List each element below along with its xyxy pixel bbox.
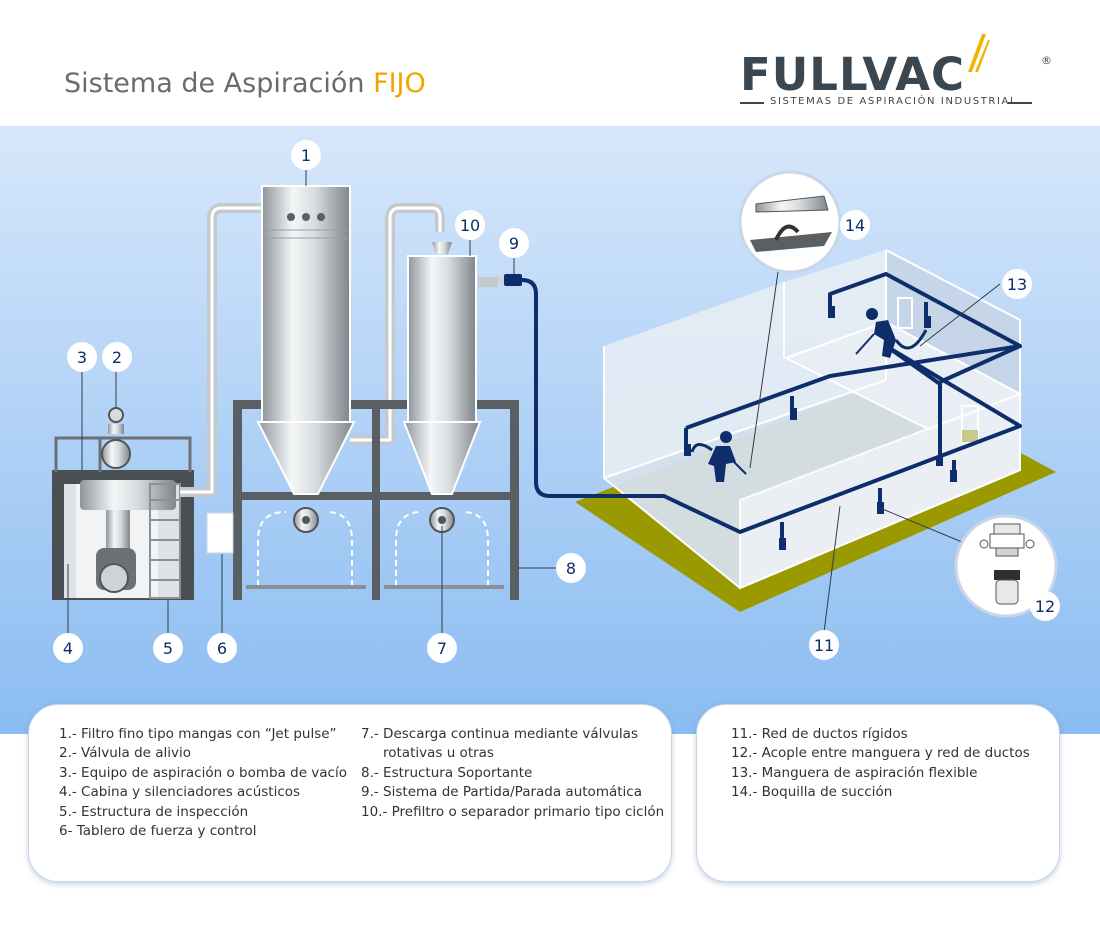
svg-text:10: 10: [460, 216, 480, 235]
logo-wordmark: FULLVAC: [740, 48, 966, 101]
operator-figures: [690, 308, 928, 482]
legend-column-c: 11.- Red de ductos rígidos 12.- Acople e…: [731, 725, 1030, 803]
legend-item-9: 9.- Sistema de Partida/Parada automática: [361, 784, 642, 801]
rigid-duct-network: [521, 272, 1022, 540]
logo-tagline: SISTEMAS DE ASPIRACIÓN INDUSTRIAL: [770, 96, 1018, 107]
legend-item-4: 4.- Cabina y silenciadores acústicos: [59, 784, 301, 801]
page-title: Sistema de Aspiración FIJO: [64, 68, 426, 99]
legend-item-11: 11.- Red de ductos rígidos: [731, 726, 908, 742]
callout-10: 10: [455, 210, 485, 240]
svg-text:12: 12: [1035, 597, 1055, 616]
callout-1: 1: [291, 140, 321, 170]
legend-panel-right: 11.- Red de ductos rígidos 12.- Acople e…: [696, 704, 1060, 882]
svg-text:1: 1: [301, 146, 311, 165]
legend-column-b: 7.- Descarga continua mediante válvulas r…: [361, 725, 664, 822]
svg-text:3: 3: [77, 348, 87, 367]
cyclone-separator: [402, 242, 482, 495]
svg-text:4: 4: [63, 639, 73, 658]
callout-5: 5: [153, 633, 183, 663]
legend-item-10: 10.- Prefiltro o separador primario tipo…: [361, 803, 665, 820]
legend-item-6: 6- Tablero de fuerza y control: [59, 823, 257, 840]
logo-rule-left: [740, 102, 764, 104]
callout-3: 3: [67, 342, 97, 372]
legend-item-7-line-1: 7.- Descarga continua mediante válvulas: [361, 726, 638, 742]
legend-item-3: 3.- Equipo de aspiración o bomba de vací…: [59, 764, 347, 781]
callout-13: 13: [1002, 269, 1032, 299]
legend-item-7: 7.- Descarga continua mediante válvulas r…: [361, 725, 664, 764]
svg-text:8: 8: [566, 559, 576, 578]
legend-item-8: 8.- Estructura Soportante: [361, 764, 533, 781]
svg-text:6: 6: [217, 639, 227, 658]
pump-cabin: [52, 407, 194, 600]
nozzle-detail-inset: [738, 170, 842, 274]
legend-column-a: 1.- Filtro fino tipo mangas con “Jet pul…: [59, 725, 347, 841]
rotary-discharge-valves: [246, 507, 504, 589]
svg-text:11: 11: [814, 636, 834, 655]
start-stop-sensor: [498, 274, 522, 286]
title-accent: FIJO: [373, 68, 426, 99]
callout-8: 8: [556, 553, 586, 583]
relief-valve-icon: [108, 407, 124, 423]
logo-registered-mark: ®: [1041, 54, 1052, 67]
logo-bolt-icon: [968, 34, 990, 72]
svg-text:14: 14: [845, 216, 865, 235]
callout-12: 12: [1030, 591, 1060, 621]
svg-text:2: 2: [112, 348, 122, 367]
title-main: Sistema de Aspiración: [64, 68, 365, 99]
callout-4: 4: [53, 633, 83, 663]
fullvac-logo: FULLVAC ® SISTEMAS DE ASPIRACIÓN INDUSTR…: [736, 34, 1056, 116]
logo-rule-right: [1008, 102, 1032, 104]
legend-item-7-line-2: rotativas u otras: [383, 745, 494, 762]
legend-item-13: 13.- Manguera de aspiración flexible: [731, 764, 978, 781]
legend-item-12: 12.- Acople entre manguera y red de duct…: [731, 745, 1030, 762]
svg-text:9: 9: [509, 234, 519, 253]
coupling-detail-inset: [954, 514, 1058, 618]
legend-item-5: 5.- Estructura de inspección: [59, 803, 249, 820]
legend-item-14: 14.- Boquilla de succión: [731, 784, 893, 801]
pump-motor: [99, 563, 129, 593]
support-structure: [233, 400, 519, 600]
legend-item-1: 1.- Filtro fino tipo mangas con “Jet pul…: [59, 726, 337, 742]
legend-item-2: 2.- Válvula de alivio: [59, 745, 192, 762]
bag-filter: [256, 185, 356, 495]
callout-lines: [67, 170, 1001, 634]
callout-7: 7: [427, 633, 457, 663]
legend-panel-left: 1.- Filtro fino tipo mangas con “Jet pul…: [28, 704, 672, 882]
callout-14: 14: [840, 210, 870, 240]
svg-text:5: 5: [163, 639, 173, 658]
callout-9: 9: [499, 228, 529, 258]
control-panel: [206, 512, 234, 554]
system-diagram: 1 2 3 4 5 6 7 8 9 10 11 12 13 14: [0, 126, 1100, 734]
callout-6: 6: [207, 633, 237, 663]
callout-11: 11: [809, 630, 839, 660]
callout-2: 2: [102, 342, 132, 372]
svg-text:7: 7: [437, 639, 447, 658]
svg-text:13: 13: [1007, 275, 1027, 294]
